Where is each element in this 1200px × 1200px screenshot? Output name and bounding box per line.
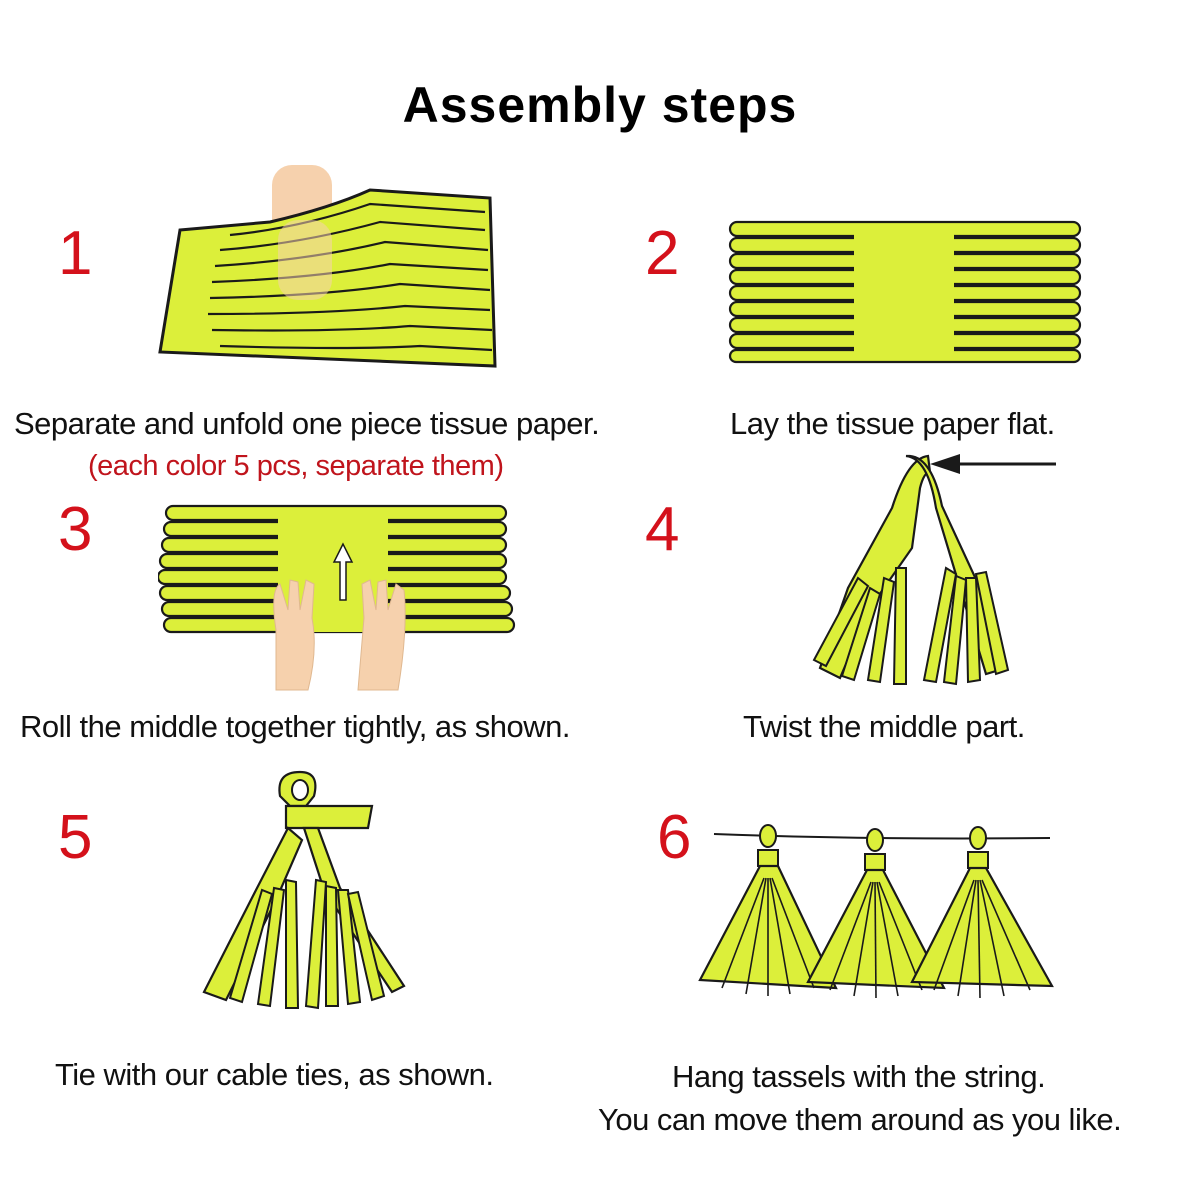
step-3-illustration	[158, 500, 518, 695]
step-6-illustration	[690, 818, 1060, 1003]
page-title: Assembly steps	[402, 77, 798, 133]
step-6-number: 6	[657, 803, 692, 872]
step-4-illustration	[800, 448, 1070, 688]
step-6-caption-2: You can move them around as you like.	[598, 1102, 1122, 1137]
step-5-number: 5	[58, 803, 93, 872]
step-4-number: 4	[645, 495, 680, 564]
step-1-number: 1	[58, 219, 93, 288]
step-1-note: (each color 5 pcs, separate them)	[88, 450, 504, 482]
step-2-caption: Lay the tissue paper flat.	[730, 406, 1055, 441]
step-1-illustration	[150, 160, 510, 380]
step-5-caption: Tie with our cable ties, as shown.	[55, 1057, 494, 1092]
step-4-caption: Twist the middle part.	[743, 709, 1025, 744]
tassel-3	[910, 826, 1054, 999]
tassel-1	[698, 824, 838, 996]
step-2-number: 2	[645, 219, 680, 288]
step-1-caption: Separate and unfold one piece tissue pap…	[14, 406, 600, 441]
step-5-illustration	[196, 770, 416, 1010]
step-3-number: 3	[58, 495, 93, 564]
step-6-caption: Hang tassels with the string.	[672, 1059, 1046, 1094]
tassel-2	[806, 828, 946, 999]
step-3-caption: Roll the middle together tightly, as sho…	[20, 709, 571, 744]
step-2-illustration	[726, 218, 1086, 366]
